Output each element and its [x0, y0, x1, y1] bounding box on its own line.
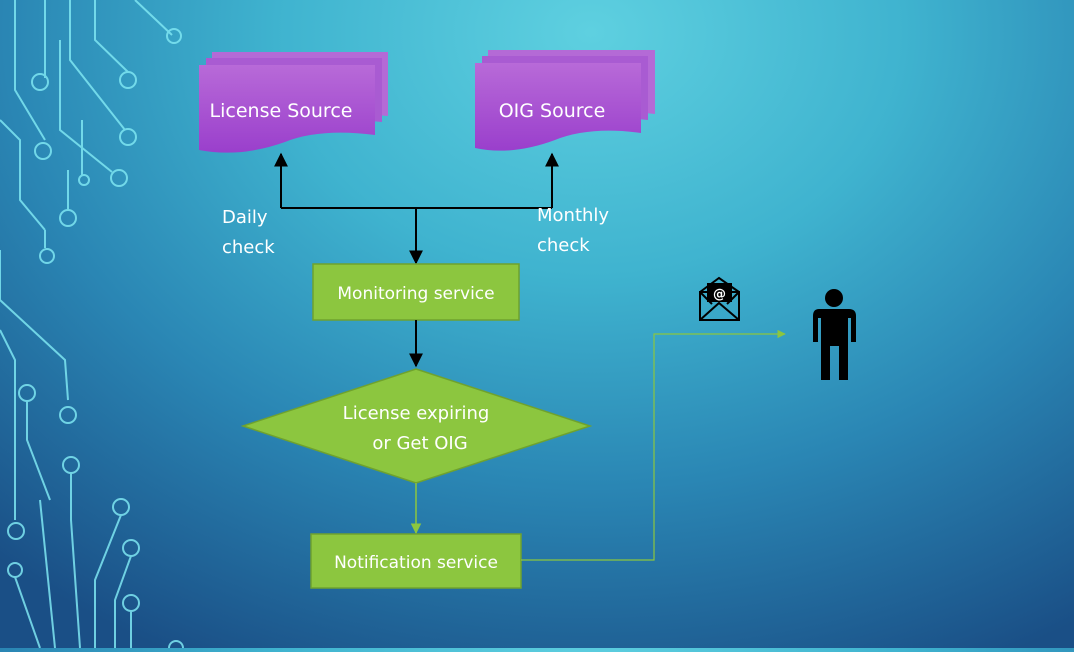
notification-service-node: Notification service: [310, 533, 522, 589]
oig-source-label: OIG Source: [499, 100, 606, 122]
oig-source-node: OIG Source: [475, 50, 655, 151]
license-source-label: License Source: [210, 100, 353, 122]
monitoring-service-label: Monitoring service: [337, 284, 494, 304]
monitoring-service-node: Monitoring service: [312, 263, 520, 321]
monthly-label-line1: Monthly: [537, 205, 609, 226]
check-connectors: [274, 152, 559, 265]
decision-label-line1: License expiring: [343, 403, 490, 424]
person-icon: [813, 289, 856, 380]
monthly-label-line2: check: [537, 235, 590, 256]
notification-to-recipient-connector: [521, 329, 786, 561]
svg-text:@: @: [713, 287, 726, 302]
decision-label-line2: or Get OIG: [372, 433, 467, 454]
daily-label-line2: check: [222, 237, 275, 258]
decision-node: License expiring or Get OIG: [240, 368, 593, 484]
daily-label-line1: Daily: [222, 207, 268, 228]
circuit-decoration: [0, 0, 184, 652]
license-source-node: License Source: [199, 52, 388, 153]
email-envelope-icon: @: [699, 276, 740, 321]
notification-service-label: Notification service: [334, 553, 498, 573]
